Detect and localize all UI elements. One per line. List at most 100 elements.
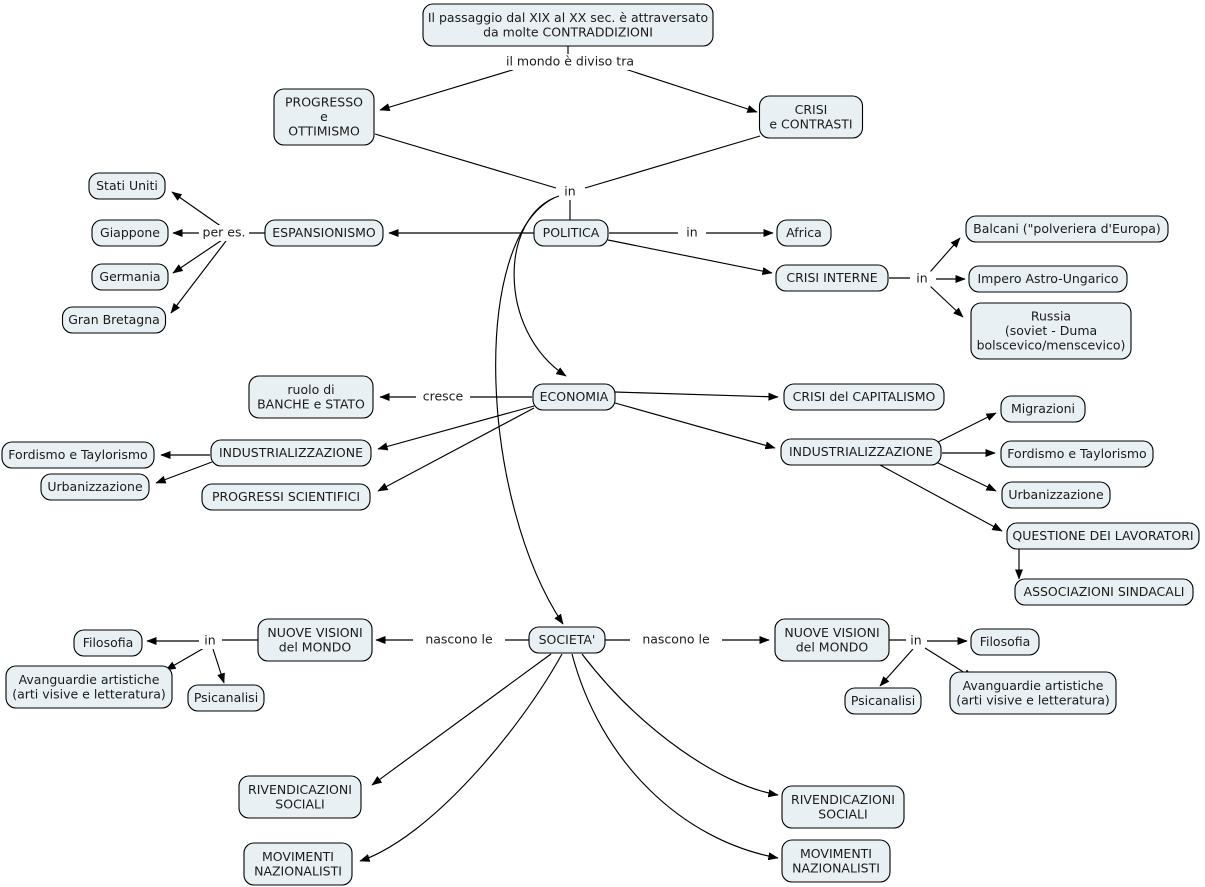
node-balcani[interactable]: Balcani ("polveriera d'Europa) (965, 215, 1169, 243)
node-box (528, 626, 606, 654)
edge-label-backing (498, 54, 642, 70)
node-avang_dx[interactable]: Avanguardie artistiche(arti visive e let… (949, 671, 1117, 715)
node-box (1, 441, 155, 469)
node-label: CRISI del CAPITALISMO (793, 389, 936, 404)
node-psicanalisi_dx[interactable]: Psicanalisi (844, 687, 922, 715)
edge-p-econ-indsx (377, 405, 535, 451)
node-label: Avanguardie artistiche(arti visive e let… (12, 671, 166, 701)
edge-label-backing (913, 271, 931, 287)
node-box (532, 383, 616, 411)
node-germania[interactable]: Germania (91, 263, 169, 291)
node-label: SOCIETA' (539, 632, 596, 647)
edge-label-lbl_in_pol: in (683, 225, 701, 241)
node-label: ASSOCIAZIONI SINDACALI (1024, 584, 1185, 599)
node-label: Gran Bretagna (68, 312, 160, 327)
edge-label-text: in (564, 184, 575, 199)
edge-label-backing (201, 633, 219, 649)
node-label: Psicanalisi (851, 693, 915, 708)
node-box (970, 628, 1040, 656)
node-box (73, 629, 143, 657)
node-box (775, 264, 889, 292)
node-filosofia_sx[interactable]: Filosofia (73, 629, 143, 657)
node-questione[interactable]: QUESTIONE DEI LAVORATORI (1006, 522, 1200, 550)
node-box (40, 473, 150, 501)
node-label: CRISI INTERNE (786, 270, 877, 285)
node-box (781, 839, 891, 883)
edge-label-backing (424, 632, 494, 648)
node-label: ESPANSIONISMO (272, 225, 376, 240)
node-associazioni[interactable]: ASSOCIAZIONI SINDACALI (1014, 578, 1194, 606)
edge-p-peres-germ (172, 239, 223, 274)
node-gran_bretagna[interactable]: Gran Bretagna (61, 306, 167, 334)
node-giappone[interactable]: Giappone (91, 219, 169, 247)
node-box (1000, 395, 1086, 423)
edge-label-lbl_nasc_dx: nascono le (641, 632, 711, 648)
edge-p-diviso-prog (379, 67, 520, 112)
node-crisi_interne[interactable]: CRISI INTERNE (775, 264, 889, 292)
node-filosofia_dx[interactable]: Filosofia (970, 628, 1040, 656)
edge-p-diviso-crisi (621, 67, 758, 113)
node-progressi_sci[interactable]: PROGRESSI SCIENTIFICI (201, 483, 371, 511)
node-economia[interactable]: ECONOMIA (532, 383, 616, 411)
edge-label-lbl_in_top: in (561, 184, 579, 200)
node-box (1000, 440, 1154, 468)
edge-label-text: in (916, 271, 927, 286)
edge-p-econ-crisicap (614, 391, 779, 401)
edge-label-text: cresce (423, 389, 464, 404)
edge-label-lbl_cresce: cresce (421, 389, 465, 405)
node-politica[interactable]: POLITICA (533, 219, 609, 247)
edge-p-econ-progsci (377, 407, 535, 492)
node-label: Germania (99, 269, 160, 284)
node-fordismo_dx[interactable]: Fordismo e Taylorismo (1000, 440, 1154, 468)
node-box (264, 219, 384, 247)
edge-label-text: il mondo è diviso tra (506, 54, 634, 69)
edge-label-text: nascono le (642, 632, 710, 647)
edge-label-backing (561, 184, 579, 200)
node-ind_dx[interactable]: INDUSTRIALIZZAZIONE (780, 438, 942, 466)
node-label: POLITICA (543, 225, 600, 240)
node-urban_dx[interactable]: Urbanizzazione (1001, 481, 1111, 509)
node-label: Urbanizzazione (1008, 487, 1104, 502)
edge-label-text: nascono le (425, 632, 493, 647)
node-psicanalisi_sx[interactable]: Psicanalisi (187, 684, 265, 712)
edge-label-text: in (910, 633, 921, 648)
node-box (201, 483, 371, 511)
edge-p-in4-avang (165, 647, 205, 671)
node-box (844, 687, 922, 715)
edge-label-lbl_peres: per es. (198, 225, 250, 241)
node-box (949, 671, 1117, 715)
node-fordismo_sx[interactable]: Fordismo e Taylorismo (1, 441, 155, 469)
node-impero[interactable]: Impero Astro-Ungarico (968, 265, 1128, 293)
node-crisi_cap[interactable]: CRISI del CAPITALISMO (783, 383, 945, 411)
node-stati_uniti[interactable]: Stati Uniti (88, 172, 166, 200)
node-societa[interactable]: SOCIETA' (528, 626, 606, 654)
node-espansionismo[interactable]: ESPANSIONISMO (264, 219, 384, 247)
edge-label-text: in (204, 633, 215, 648)
node-africa[interactable]: Africa (776, 219, 832, 247)
node-box (968, 265, 1128, 293)
node-root[interactable]: Il passaggio dal XIX al XX sec. è attrav… (422, 3, 714, 47)
edge-label-backing (683, 225, 701, 241)
node-urban_sx[interactable]: Urbanizzazione (40, 473, 150, 501)
node-migrazioni[interactable]: Migrazioni (1000, 395, 1086, 423)
node-box (187, 684, 265, 712)
node-avang_sx[interactable]: Avanguardie artistiche(arti visive e let… (5, 665, 173, 709)
edge-p-inddx-migr (935, 412, 997, 444)
node-ind_sx[interactable]: INDUSTRIALIZZAZIONE (210, 439, 372, 467)
